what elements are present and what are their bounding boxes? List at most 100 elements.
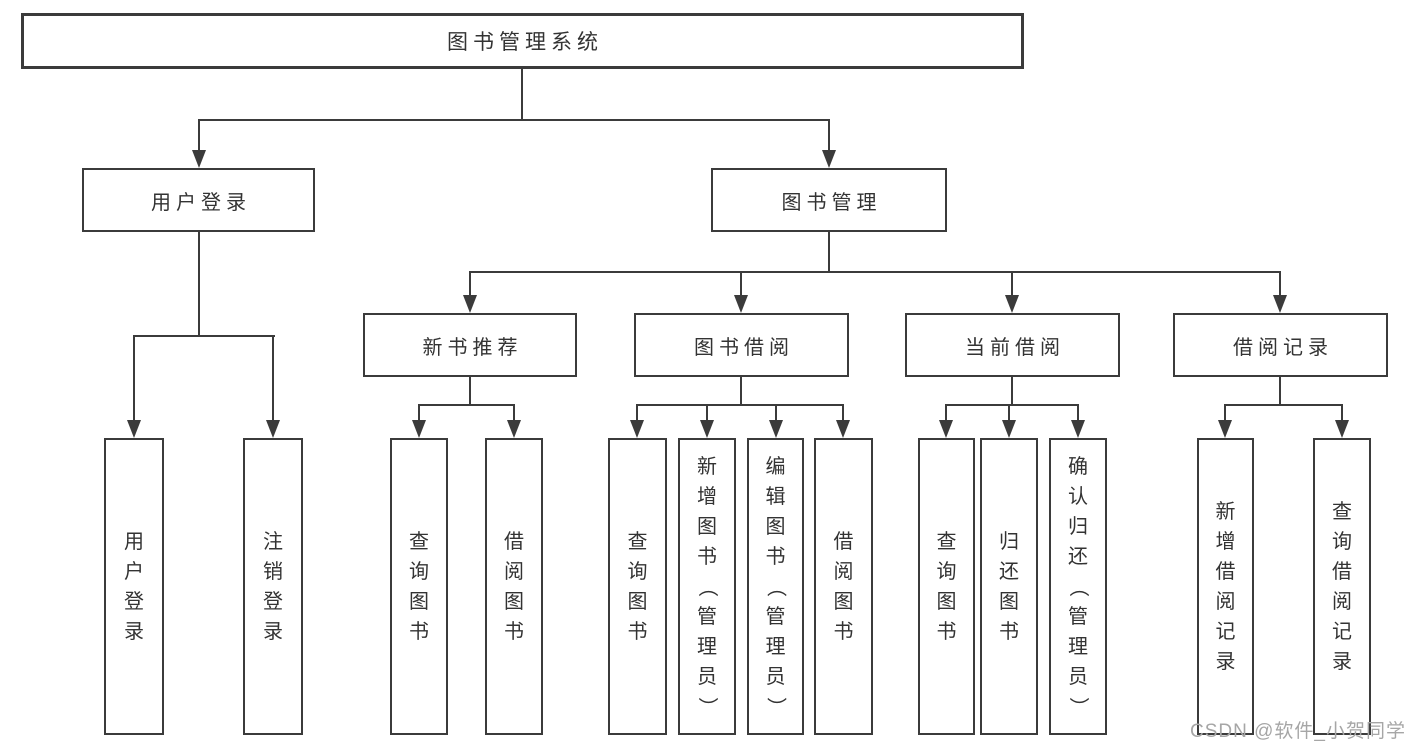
vertical-char: 编: [765, 455, 786, 478]
vertical-char: 管: [697, 605, 717, 628]
vertical-char: ）: [764, 696, 787, 717]
connector-arrowhead: [1071, 420, 1085, 438]
vertical-char: （: [764, 576, 787, 597]
connector-line: [469, 271, 471, 297]
connector-arrowhead: [822, 150, 836, 168]
vertical-char: 归: [999, 530, 1019, 553]
vertical-char: 录: [124, 620, 144, 643]
vertical-char: （: [1067, 576, 1089, 597]
connector-line: [1224, 404, 1343, 406]
connector-line: [775, 404, 777, 422]
connector-line: [828, 232, 830, 273]
connector-line: [272, 335, 274, 422]
watermark-text: CSDN @软件_小贺同学: [1190, 721, 1405, 742]
leaf-query-book: 查询图书: [918, 438, 975, 735]
vertical-char: 图: [409, 590, 429, 613]
vertical-char: 管: [1068, 605, 1088, 628]
leaf-edit-book-admin: 编辑图书（管理员）: [747, 438, 804, 735]
vertical-char: 询: [1332, 530, 1352, 553]
connector-line: [740, 271, 742, 297]
vertical-char: 户: [124, 560, 144, 583]
connector-line: [418, 404, 420, 422]
vertical-char: 借: [504, 530, 524, 553]
vertical-char: 图: [999, 590, 1019, 613]
node-current-borrowing: 当前借阅: [905, 313, 1120, 377]
connector-line: [636, 404, 844, 406]
connector-line: [469, 271, 1281, 273]
connector-arrowhead: [1218, 420, 1232, 438]
connector-arrowhead: [192, 150, 206, 168]
connector-line: [740, 377, 742, 405]
vertical-char: 登: [124, 590, 144, 613]
vertical-char: 图: [765, 515, 786, 538]
leaf-borrow-book: 借阅图书: [814, 438, 873, 735]
connector-line: [198, 232, 200, 336]
vertical-char: （: [696, 576, 718, 597]
vertical-char: 书: [936, 620, 957, 643]
connector-arrowhead: [630, 420, 644, 438]
leaf-borrow-book: 借阅图书: [485, 438, 543, 735]
connector-arrowhead: [1005, 295, 1019, 313]
vertical-char: 录: [263, 620, 283, 643]
vertical-char: 录: [1332, 650, 1352, 673]
node-library-system: 图书管理系统: [21, 13, 1024, 69]
connector-line: [636, 404, 638, 422]
connector-line: [1011, 377, 1013, 405]
leaf-add-borrow-record: 新增借阅记录: [1197, 438, 1254, 735]
connector-arrowhead: [939, 420, 953, 438]
vertical-char: 书: [697, 545, 717, 568]
connector-line: [1008, 404, 1010, 422]
vertical-char: 询: [627, 560, 648, 583]
connector-line: [1279, 377, 1281, 405]
vertical-char: 用: [124, 530, 144, 553]
connector-line: [198, 119, 200, 152]
vertical-char: ）: [1067, 696, 1089, 717]
node-user-login: 用户登录: [82, 168, 315, 232]
vertical-char: 图: [697, 515, 717, 538]
vertical-char: 员: [765, 665, 786, 688]
connector-line: [133, 335, 135, 422]
node-new-book-recommendation: 新书推荐: [363, 313, 577, 377]
connector-line: [706, 404, 708, 422]
vertical-char: 销: [263, 560, 283, 583]
node-book-borrowing: 图书借阅: [634, 313, 849, 377]
connector-line: [1011, 271, 1013, 297]
connector-arrowhead: [507, 420, 521, 438]
leaf-query-borrow-record: 查询借阅记录: [1313, 438, 1371, 735]
vertical-char: 书: [765, 545, 786, 568]
vertical-char: 书: [833, 620, 854, 643]
vertical-char: 阅: [504, 560, 524, 583]
leaf-add-book-admin: 新增图书（管理员）: [678, 438, 736, 735]
connector-line: [828, 119, 830, 152]
vertical-char: 还: [1068, 545, 1088, 568]
vertical-char: 增: [1215, 530, 1236, 553]
connector-line: [1341, 404, 1343, 422]
vertical-char: 员: [697, 665, 717, 688]
connector-line: [1077, 404, 1079, 422]
vertical-char: 图: [936, 590, 957, 613]
connector-line: [469, 377, 471, 405]
vertical-char: 借: [1332, 560, 1352, 583]
connector-arrowhead: [734, 295, 748, 313]
vertical-char: 书: [999, 620, 1019, 643]
connector-arrowhead: [127, 420, 141, 438]
connector-arrowhead: [700, 420, 714, 438]
connector-arrowhead: [266, 420, 280, 438]
vertical-char: 查: [409, 530, 429, 553]
node-book-management: 图书管理: [711, 168, 947, 232]
vertical-char: 图: [833, 590, 854, 613]
connector-line: [1279, 271, 1281, 297]
leaf-confirm-return-admin: 确认归还（管理员）: [1049, 438, 1107, 735]
connector-arrowhead: [1273, 295, 1287, 313]
vertical-char: 还: [999, 560, 1019, 583]
vertical-char: 归: [1068, 515, 1088, 538]
vertical-char: 询: [409, 560, 429, 583]
vertical-char: 管: [765, 605, 786, 628]
connector-line: [1224, 404, 1226, 422]
vertical-char: 员: [1068, 665, 1088, 688]
vertical-char: 借: [1215, 560, 1236, 583]
vertical-char: 认: [1068, 485, 1088, 508]
vertical-char: 书: [627, 620, 648, 643]
connector-arrowhead: [1335, 420, 1349, 438]
vertical-char: 理: [1068, 635, 1088, 658]
